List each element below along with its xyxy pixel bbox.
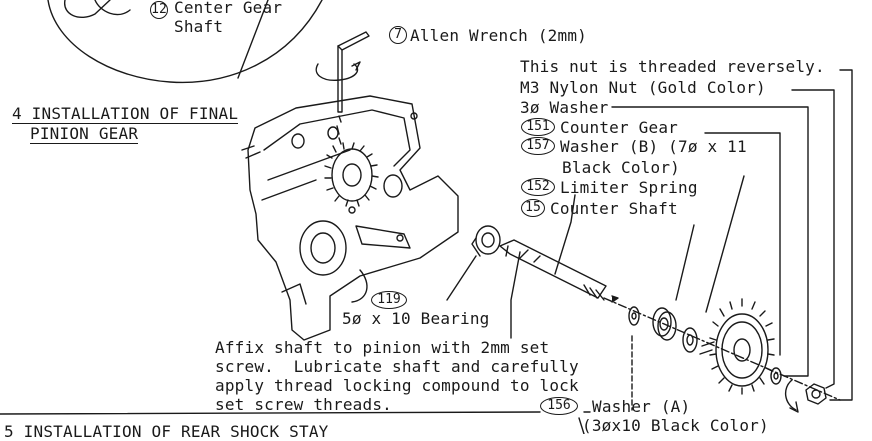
label-washer-b-line1: Washer (B) (7ø x 11 (560, 137, 747, 156)
section-4-heading-line2: PINION GEAR (30, 124, 139, 144)
label-3-washer: 3ø Washer (520, 98, 609, 117)
instruction-line-1: Affix shaft to pinion with 2mm set (215, 338, 550, 357)
page-divider-line (0, 412, 590, 414)
washer-b-drawing (683, 176, 744, 352)
label-washer-b-line2: Black Color) (562, 158, 680, 177)
label-washer-a-line1: Washer (A) (592, 397, 691, 416)
label-nylon-nut: M3 Nylon Nut (Gold Color) (520, 78, 766, 97)
instruction-line-3: apply thread locking compound to lock (215, 376, 579, 395)
instruction-line-4: set screw threads. (215, 395, 392, 414)
nylon-nut-drawing (786, 70, 852, 412)
callout-number-allen-wrench: 7 (389, 26, 407, 44)
detail-magnifier-circle (48, 0, 322, 82)
note-reverse-thread: This nut is threaded reversely. (520, 57, 825, 76)
counter-gear-drawing (700, 133, 780, 394)
label-counter-shaft: Counter Shaft (550, 199, 678, 218)
allen-wrench-drawing (316, 32, 369, 144)
counter-shaft-drawing (500, 195, 606, 338)
section-5-heading: 5 INSTALLATION OF REAR SHOCK STAY (4, 422, 329, 441)
section-4-heading-line1: 4 INSTALLATION OF FINAL (12, 104, 239, 124)
label-washer-a-line2: (3øx10 Black Color) (582, 416, 769, 435)
label-center-gear-shaft-line1: Center Gear (174, 0, 283, 17)
callout-number-bearing: 119 (371, 291, 407, 309)
label-allen-wrench: Allen Wrench (2mm) (410, 26, 587, 45)
pinion-gear-drawing (325, 143, 378, 206)
callout-number-center-gear-shaft: 12 (150, 1, 168, 19)
callout-number-limiter-spring: 152 (521, 178, 555, 196)
gearbox-frame-drawing (242, 96, 458, 340)
washer-3-drawing (612, 107, 808, 384)
label-limiter-spring: Limiter Spring (560, 178, 698, 197)
label-bearing: 5ø x 10 Bearing (342, 309, 490, 328)
label-center-gear-shaft-line2: Shaft (174, 17, 224, 36)
limiter-spring-drawing (653, 225, 694, 340)
instruction-line-2: screw. Lubricate shaft and carefully (215, 357, 579, 376)
callout-number-washer-a: 156 (540, 397, 578, 415)
callout-number-counter-gear: 151 (521, 118, 555, 136)
bearing-drawing (447, 226, 500, 300)
washer-a-drawing (629, 307, 639, 410)
label-counter-gear: Counter Gear (560, 118, 678, 137)
callout-number-washer-b: 157 (521, 137, 555, 155)
callout-number-counter-shaft: 15 (521, 199, 545, 217)
